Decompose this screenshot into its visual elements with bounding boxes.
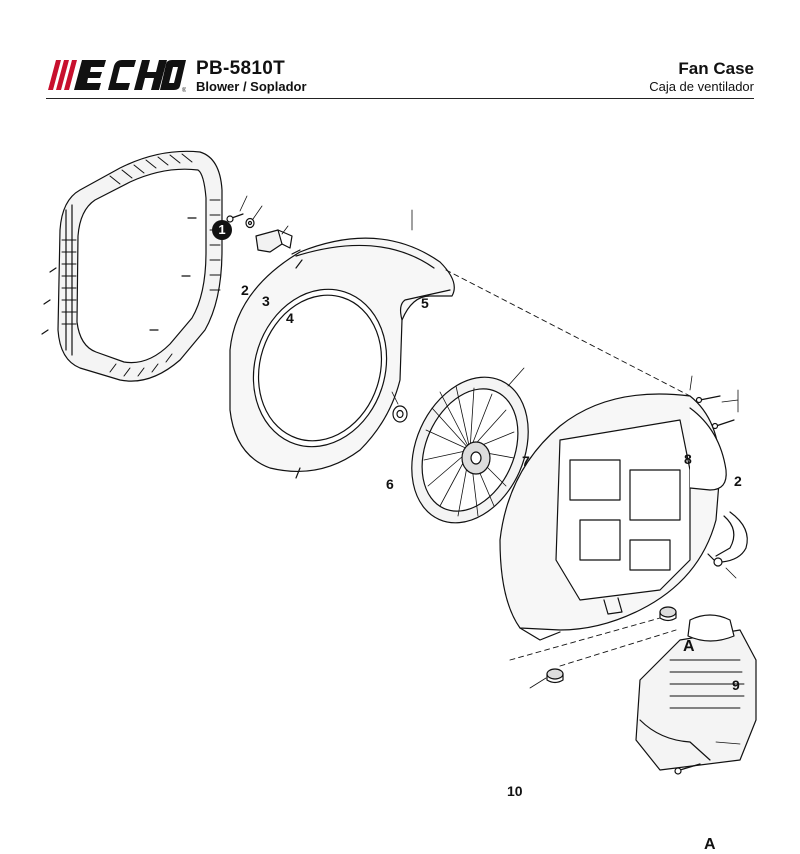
page-header: ® PB-5810T Blower / Soplador Fan Case Ca… xyxy=(0,0,800,100)
part-7-fan xyxy=(411,367,529,524)
callout-6: 6 xyxy=(386,476,394,492)
callout-10: 10 xyxy=(507,783,523,799)
reference-a-wire: A xyxy=(683,638,695,655)
callout-3: 3 xyxy=(262,293,270,309)
part-2-screw xyxy=(226,195,248,223)
echo-logo: ® xyxy=(44,58,186,92)
model-number: PB-5810T xyxy=(196,58,285,79)
part-5-fan-cover xyxy=(229,209,455,479)
part-6-nut xyxy=(391,391,408,423)
part-10-plug xyxy=(529,606,677,689)
part-4-bracket xyxy=(255,225,293,253)
part-1-frame xyxy=(41,150,223,382)
engine-assembly xyxy=(635,614,757,775)
section-title: Fan Case xyxy=(678,59,754,78)
callout-2-top: 2 xyxy=(241,282,249,298)
part-8-fan-case xyxy=(499,375,735,641)
parts-diagram: 1 2 3 4 5 6 7 8 2 9 10 A A xyxy=(0,100,800,853)
section-subtitle: Caja de ventilador xyxy=(649,79,754,94)
callout-9: 9 xyxy=(732,677,740,693)
callout-4: 4 xyxy=(286,310,294,326)
exploded-view xyxy=(41,150,757,775)
callout-1: 1 xyxy=(212,220,232,240)
callout-2-right: 2 xyxy=(734,473,742,489)
reference-a-engine: A xyxy=(704,836,716,853)
part-3-washer xyxy=(245,205,263,229)
callout-5: 5 xyxy=(421,295,429,311)
callout-8: 8 xyxy=(684,451,692,467)
header-divider xyxy=(46,98,754,99)
part-2-screws-pair xyxy=(695,389,739,430)
alignment-lines xyxy=(445,269,691,667)
product-name: Blower / Soplador xyxy=(196,79,307,94)
callout-7: 7 xyxy=(522,453,530,469)
svg-text:®: ® xyxy=(182,87,186,92)
part-9-wire xyxy=(707,511,748,579)
